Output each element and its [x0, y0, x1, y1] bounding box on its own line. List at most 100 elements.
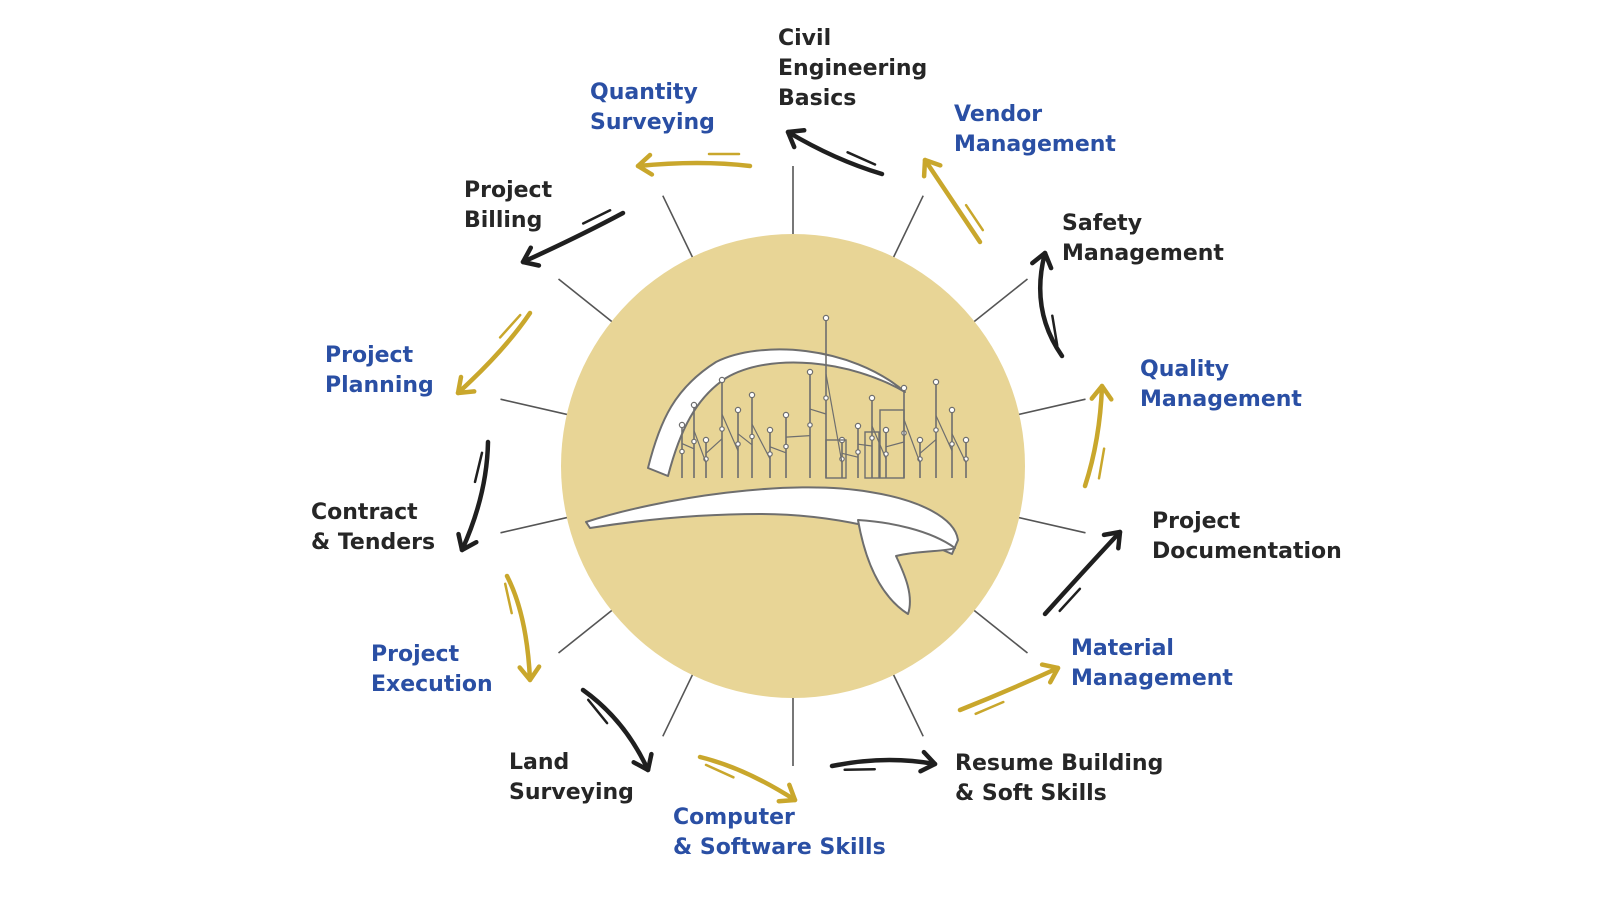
topic-label-line: Management: [1071, 666, 1233, 691]
topic-project-execution: Project Execution: [371, 640, 493, 700]
arrow-accent-line: [704, 763, 735, 779]
skyline-node: [702, 436, 710, 444]
topic-label-line: Land: [509, 750, 570, 775]
gold-arrow: [1082, 383, 1114, 489]
arrow-head: [631, 751, 654, 773]
gold-arrow: [503, 573, 542, 683]
topic-label-line: Execution: [371, 672, 493, 697]
helmet-brim: [585, 486, 959, 555]
skyline-node: [916, 436, 924, 444]
topic-label-line: Project: [464, 178, 553, 203]
arrow-head: [1101, 529, 1123, 551]
skyline-building-frame: [825, 439, 847, 479]
arrow-shaft: [697, 754, 798, 803]
arrow-accent-line: [503, 582, 513, 615]
topic-project-billing: Project Billing: [464, 176, 552, 236]
gold-arrow: [957, 662, 1061, 716]
topic-label-line: Project: [325, 343, 414, 368]
skyline-node: [900, 384, 908, 392]
topic-label-line: & Soft Skills: [955, 781, 1107, 806]
skyline-node: [749, 433, 755, 440]
skyline-node: [735, 441, 741, 447]
topic-label-line: Engineering: [778, 56, 928, 81]
topic-label-line: Management: [954, 132, 1116, 157]
skyline-node: [679, 448, 685, 455]
skyline-connector: [785, 435, 811, 438]
arrow-head: [776, 782, 798, 804]
skyline-connector: [705, 438, 723, 454]
topic-label-line: Project: [371, 642, 460, 667]
skyline-connector: [769, 446, 787, 454]
arrow-head: [1039, 662, 1061, 685]
arrow-shaft: [504, 573, 533, 683]
skyline-node: [783, 443, 789, 450]
arrow-shaft: [1082, 383, 1105, 489]
skyline-node: [691, 438, 697, 445]
arrow-accent-line: [1051, 314, 1059, 347]
arrow-shaft: [1042, 529, 1123, 617]
skyline-node: [868, 394, 876, 402]
topic-project-documentation: Project Documentation: [1152, 507, 1342, 567]
arrow-shaft: [785, 129, 885, 177]
dark-arrow: [456, 439, 491, 553]
arrow-head: [1089, 383, 1114, 402]
skyline-connector: [885, 441, 905, 448]
topic-label-line: Safety: [1062, 211, 1143, 236]
topic-label-line: Documentation: [1152, 539, 1342, 564]
skyline-connector: [721, 414, 739, 452]
gold-arrow: [697, 754, 798, 804]
topic-label-line: Civil: [778, 26, 832, 51]
skyline-connector: [919, 439, 937, 454]
arrow-accent-line: [846, 151, 877, 166]
skyline-connector: [751, 423, 771, 460]
skyline-node: [822, 314, 830, 322]
arrow-accent-line: [473, 451, 484, 484]
skyline-node: [719, 426, 725, 432]
arrow-accent-line: [843, 767, 876, 772]
topic-label-line: Management: [1140, 387, 1302, 412]
skyline-node: [962, 436, 970, 444]
skyline-connector: [693, 430, 707, 464]
topic-label-line: Basics: [778, 86, 857, 111]
topic-resume-building-soft-skills: Resume Building & Soft Skills: [955, 749, 1163, 809]
arrow-shaft: [520, 210, 626, 265]
topic-label-line: Billing: [464, 208, 543, 233]
skyline-node: [734, 406, 742, 414]
skyline-node: [948, 406, 956, 414]
arrow-head: [785, 128, 807, 150]
gold-arrow: [635, 152, 753, 177]
topic-quantity-surveying: Quantity Surveying: [590, 78, 715, 138]
helmet-dome-band: [647, 348, 906, 477]
topic-label-line: Quantity: [590, 80, 698, 105]
gold-arrow: [921, 157, 985, 245]
skyline-node: [933, 427, 939, 433]
topic-quality-management: Quality Management: [1140, 355, 1302, 415]
skyline-node: [766, 426, 774, 434]
arrow-shaft: [580, 687, 651, 773]
topic-label-line: Management: [1062, 241, 1224, 266]
dark-arrow: [829, 749, 938, 774]
topic-label-line: Surveying: [590, 110, 715, 135]
arrow-accent-line: [1058, 587, 1082, 613]
topic-contract-tenders: Contract & Tenders: [311, 498, 435, 558]
skyline-connector: [935, 415, 953, 452]
topic-label-line: & Software Skills: [673, 835, 886, 860]
skyline-building-frame: [864, 431, 880, 479]
arrow-accent-line: [586, 698, 609, 725]
dark-arrow: [520, 209, 626, 268]
skyline-node: [806, 368, 814, 376]
arrow-accent-line: [1097, 447, 1106, 480]
dark-arrow: [785, 128, 885, 177]
topic-material-management: Material Management: [1071, 634, 1233, 694]
arrow-head: [918, 749, 938, 774]
skyline-node: [823, 395, 829, 401]
skyline-connector: [841, 452, 859, 458]
dark-arrow: [1042, 529, 1123, 617]
arrow-shaft: [455, 310, 533, 396]
skyline-node: [949, 441, 955, 447]
topic-project-planning: Project Planning: [325, 341, 434, 401]
arrow-head: [520, 245, 542, 268]
skyline-connector: [809, 408, 827, 415]
